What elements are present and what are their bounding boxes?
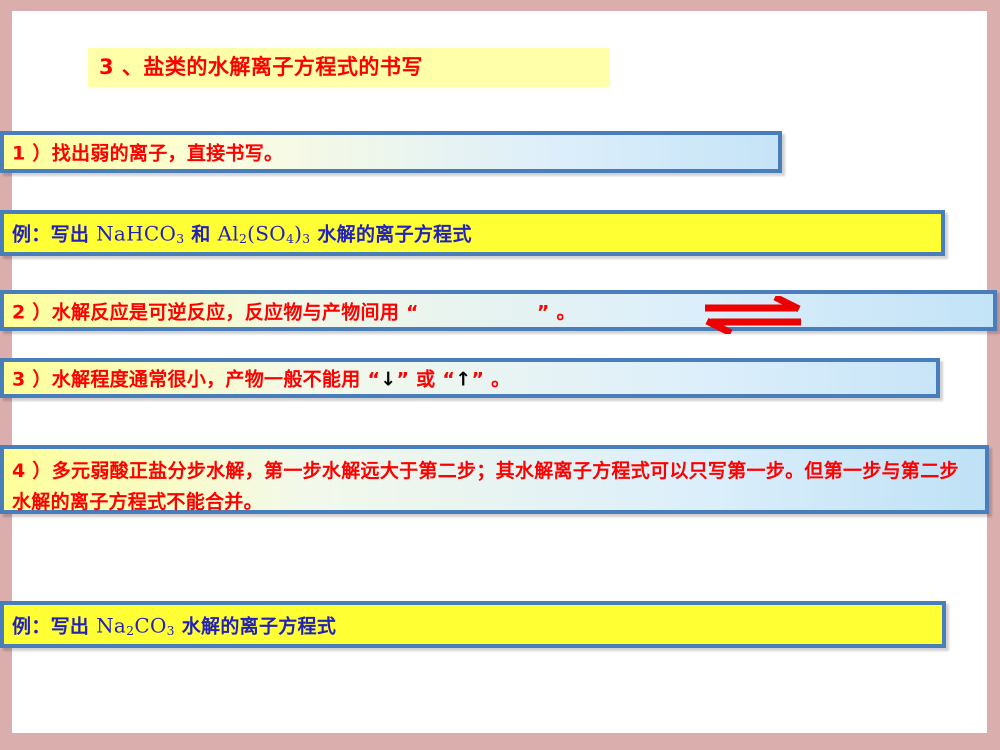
content-box-step-3: 3 ）水解程度通常很小，产物一般不能用 “↓” 或 “↑” 。 bbox=[0, 358, 940, 398]
content-box-step-4: 4 ）多元弱酸正盐分步水解，第一步水解远大于第二步；其水解离子方程式可以只写第一… bbox=[0, 445, 989, 514]
formula-al2so43-so-sub: 4 bbox=[285, 231, 295, 247]
step-3-text: 3 ）水解程度通常很小，产物一般不能用 “↓” 或 “↑” 。 bbox=[12, 365, 510, 392]
formula-al2so43-al-sub: 2 bbox=[238, 231, 248, 247]
formula-al2so43-so: (SO bbox=[247, 221, 286, 246]
content-box-example-2: 例：写出 Na2CO3 水解的离子方程式 bbox=[0, 601, 946, 648]
example-2-text: 例：写出 Na2CO3 水解的离子方程式 bbox=[12, 611, 336, 638]
arrow-down-icon: ↓ bbox=[380, 368, 397, 391]
example-1-suffix: 水解的离子方程式 bbox=[310, 223, 472, 246]
formula-al2so43: Al2(SO4)3 bbox=[217, 221, 311, 247]
formula-na2co3-na-sub: 2 bbox=[126, 622, 135, 638]
step-3-segment-1: 3 ）水解程度通常很小，产物一般不能用 “ bbox=[12, 368, 381, 391]
page-title: 3 、盐类的水解离子方程式的书写 bbox=[99, 55, 423, 79]
formula-al2so43-paren-sub: 3 bbox=[302, 231, 311, 247]
example-1-prefix: 例：写出 bbox=[12, 223, 97, 246]
arrow-up-icon: ↑ bbox=[455, 368, 472, 391]
formula-nahco3-sub: 3 bbox=[176, 231, 185, 247]
formula-nahco3-base: NaHCO bbox=[96, 221, 177, 246]
formula-na2co3: Na2CO3 bbox=[96, 613, 175, 638]
step-2-text-before: 2 ）水解反应是可逆反应，反应物与产物间用 “ bbox=[12, 301, 419, 323]
example-2-suffix: 水解的离子方程式 bbox=[174, 615, 337, 637]
content-box-example-1: 例：写出 NaHCO3 和 Al2(SO4)3 水解的离子方程式 bbox=[0, 210, 945, 256]
step-2-text: 2 ）水解反应是可逆反应，反应物与产物间用 “ ” 。 bbox=[12, 297, 576, 324]
formula-nahco3: NaHCO3 bbox=[96, 221, 185, 247]
content-box-step-1: 1 ）找出弱的离子，直接书写。 bbox=[0, 131, 782, 173]
step-3-segment-2: ” 或 “ bbox=[396, 368, 456, 391]
formula-na2co3-co: CO bbox=[134, 613, 167, 637]
formula-al2so43-al: Al bbox=[217, 221, 239, 246]
step-1-text: 1 ）找出弱的离子，直接书写。 bbox=[12, 142, 284, 165]
step-2-text-after: ” 。 bbox=[536, 301, 576, 323]
formula-na2co3-co-sub: 3 bbox=[166, 622, 175, 638]
content-box-step-2: 2 ）水解反应是可逆反应，反应物与产物间用 “ ” 。 bbox=[0, 290, 997, 331]
step-4-text: 4 ）多元弱酸正盐分步水解，第一步水解远大于第二步；其水解离子方程式可以只写第一… bbox=[12, 460, 959, 513]
example-1-middle: 和 bbox=[184, 223, 218, 246]
title-highlight-band bbox=[88, 48, 610, 87]
step-3-segment-3: ” 。 bbox=[471, 368, 511, 391]
formula-na2co3-na: Na bbox=[96, 613, 127, 637]
example-2-prefix: 例：写出 bbox=[12, 615, 97, 637]
formula-al2so43-paren: ) bbox=[294, 221, 303, 246]
example-1-text: 例：写出 NaHCO3 和 Al2(SO4)3 水解的离子方程式 bbox=[12, 220, 472, 247]
